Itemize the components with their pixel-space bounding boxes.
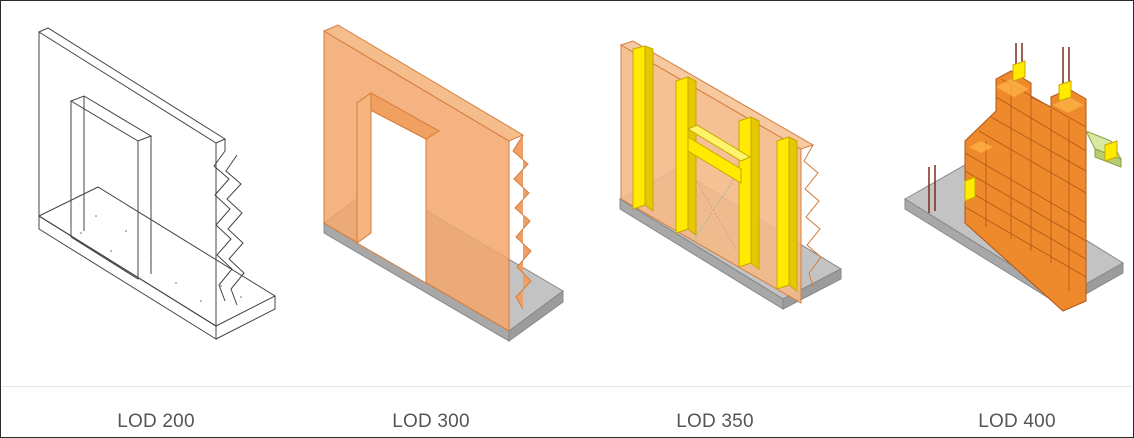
lod-350-framed-wall — [618, 40, 843, 310]
lod-300-solid-wall — [322, 24, 564, 342]
lod-400-block-courses — [964, 78, 1087, 291]
lod-400-block-highlights — [969, 79, 1084, 153]
lod-400-label: LOD 400 — [978, 411, 1056, 432]
lod-200-wall-front — [38, 31, 217, 327]
lod-350-label: LOD 350 — [676, 411, 754, 432]
lod-300-break-line — [512, 134, 532, 310]
lod-illustrations — [37, 24, 1124, 342]
label-separator — [2, 386, 1132, 387]
lod-200-opening — [70, 100, 139, 280]
lod-200-slab — [37, 186, 277, 327]
lod-300-label: LOD 300 — [392, 411, 470, 432]
lod-200-label: LOD 200 — [117, 411, 195, 432]
lod-200-wireframe-wall — [37, 27, 277, 340]
lod-200-break-line — [213, 150, 233, 302]
lod-350-studs — [632, 45, 798, 292]
lod-200-slab-speckle — [80, 215, 242, 302]
lod-400-masonry-wall — [904, 43, 1124, 312]
